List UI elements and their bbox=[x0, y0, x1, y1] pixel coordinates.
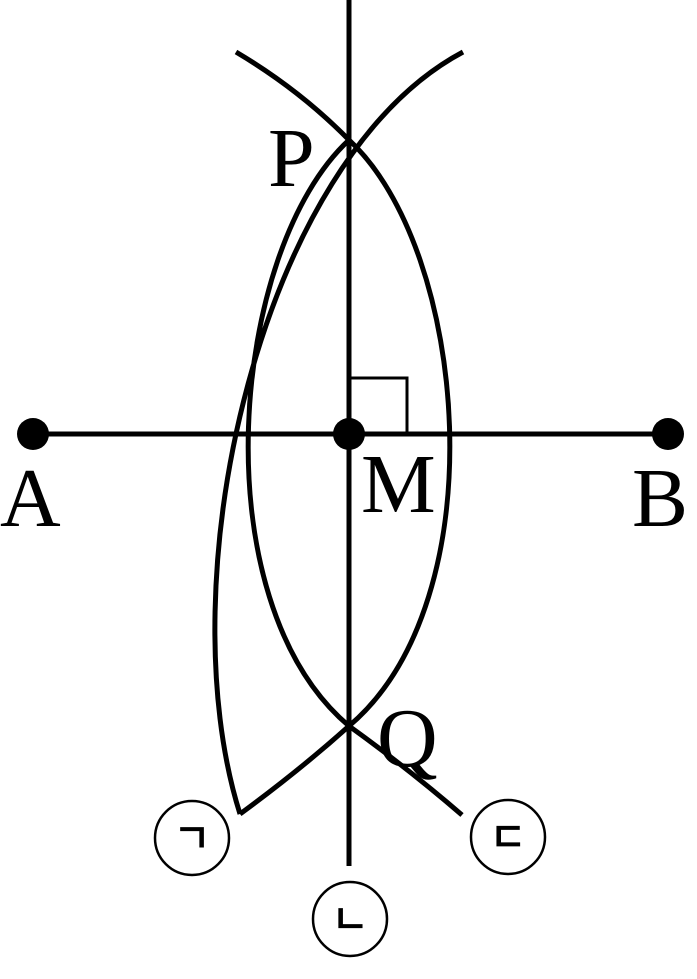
label-q: Q bbox=[377, 692, 438, 785]
point-b bbox=[652, 418, 684, 450]
label-b: B bbox=[632, 452, 688, 545]
arc-from-a bbox=[234, 49, 464, 817]
label-m: M bbox=[361, 438, 436, 531]
marker-nieun: ㄴ bbox=[311, 880, 389, 958]
svg-text:ㄱ: ㄱ bbox=[174, 816, 211, 862]
label-p: P bbox=[268, 112, 315, 205]
svg-text:ㄷ: ㄷ bbox=[490, 815, 527, 861]
label-a: A bbox=[0, 452, 61, 545]
point-m bbox=[333, 418, 365, 450]
point-a bbox=[17, 418, 49, 450]
marker-giyeok: ㄱ bbox=[153, 799, 231, 877]
arc-from-b bbox=[212, 49, 465, 817]
svg-text:ㄴ: ㄴ bbox=[332, 897, 369, 943]
right-angle-mark bbox=[351, 376, 409, 434]
marker-digeut: ㄷ bbox=[469, 798, 547, 876]
